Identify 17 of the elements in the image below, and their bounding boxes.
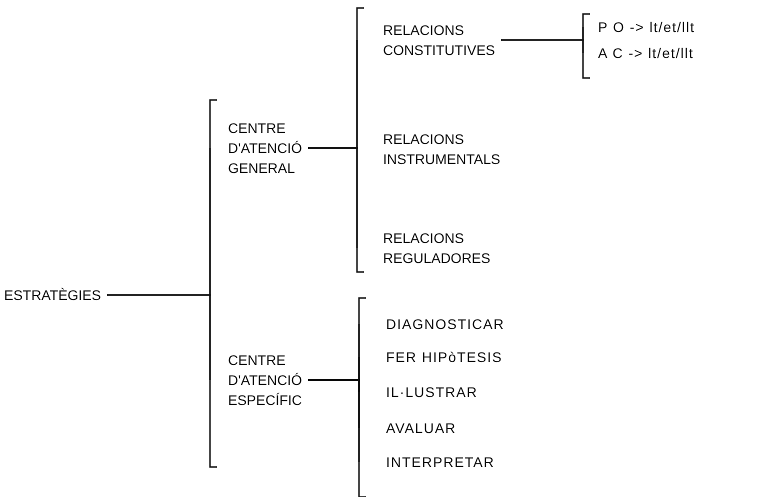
bracket-connector <box>501 39 584 53</box>
bracket-connector <box>308 147 358 248</box>
node-label: ESTRATÈGIES <box>4 286 102 305</box>
node-label: RELACIONS REGULADORES <box>383 229 492 268</box>
node-label: INTERPRETAR <box>386 453 496 472</box>
node-label: AVALUAR <box>386 419 458 438</box>
node-label: FER HIPòTESIS <box>386 348 504 367</box>
node-label: DIAGNOSTICAR <box>386 315 506 334</box>
node-label: A C -> lt/et/llt <box>598 44 695 63</box>
bracket-connector <box>308 379 360 462</box>
node-label: RELACIONS INSTRUMENTALS <box>383 130 502 169</box>
node-label: CENTRE D'ATENCIÓ ESPECÍFIC <box>228 351 303 410</box>
node-label: RELACIONS CONSTITUTIVES <box>383 21 496 60</box>
bracket-connector <box>106 294 211 380</box>
node-label: CENTRE D'ATENCIÓ GENERAL <box>228 119 303 178</box>
node-label: IL·LUSTRAR <box>386 383 479 402</box>
node-label: P O -> lt/et/llt <box>598 18 696 37</box>
